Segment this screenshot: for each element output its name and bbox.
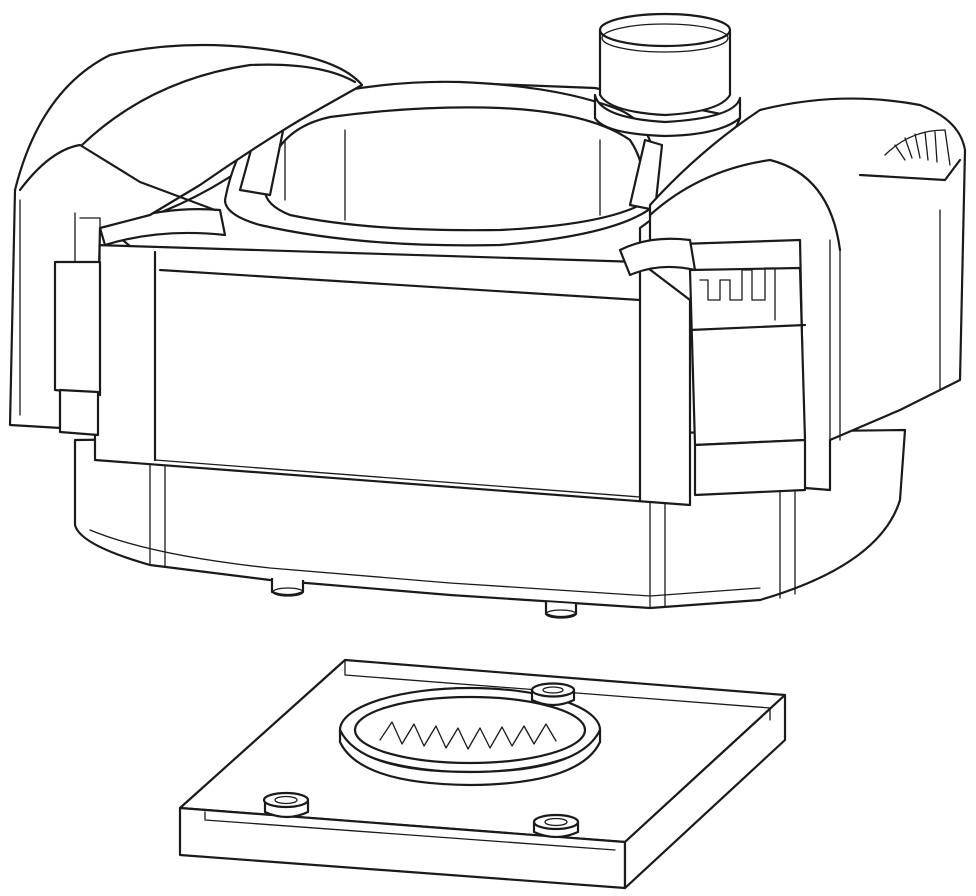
mounting-boss-back-right (530, 682, 576, 707)
right-clamp-handle (618, 97, 967, 497)
mounting-boss-front-right (532, 813, 580, 839)
bottom-pin-left (270, 578, 305, 597)
bottom-pin-right (544, 602, 578, 619)
left-clamp-handle (8, 43, 364, 437)
outlet-nozzle (593, 12, 742, 138)
impeller-base-plate (178, 658, 787, 890)
impeller-ring (338, 686, 602, 787)
mounting-boss-front-left (262, 791, 310, 819)
impeller-teeth (379, 721, 557, 750)
vent-grille (884, 129, 951, 166)
